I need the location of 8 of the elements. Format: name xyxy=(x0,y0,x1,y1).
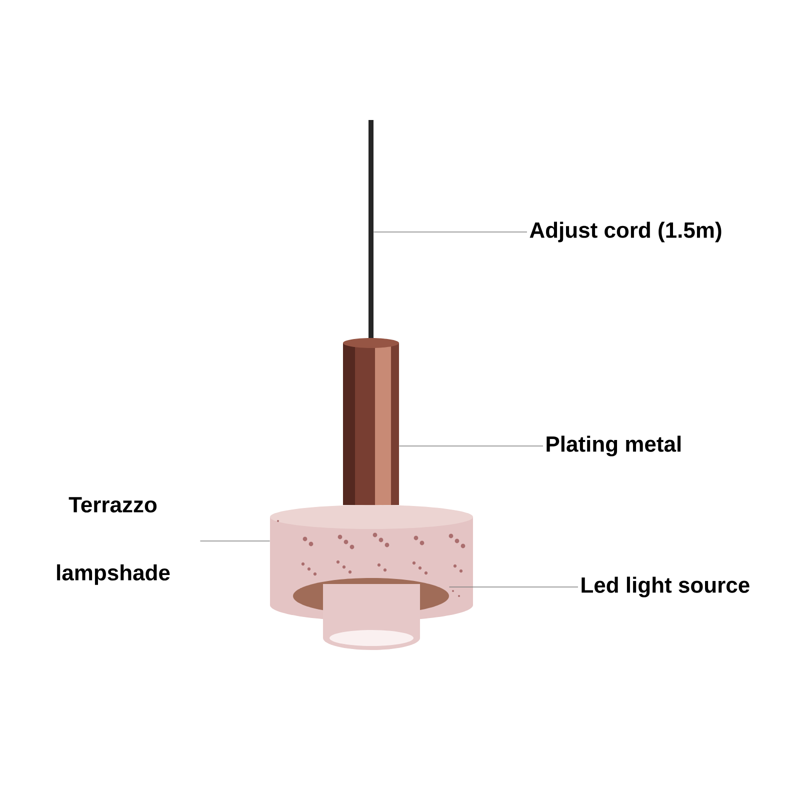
label-text: Plating metal xyxy=(546,436,681,456)
leader-line xyxy=(448,586,578,588)
leader-line xyxy=(200,540,270,542)
power-cord xyxy=(368,120,374,338)
label-text: Terrazzo lampshade xyxy=(57,497,170,585)
label-text: Adjust cord (1.5m) xyxy=(530,222,722,242)
label-text: Led light source xyxy=(582,576,750,598)
metal-tube xyxy=(343,338,399,505)
